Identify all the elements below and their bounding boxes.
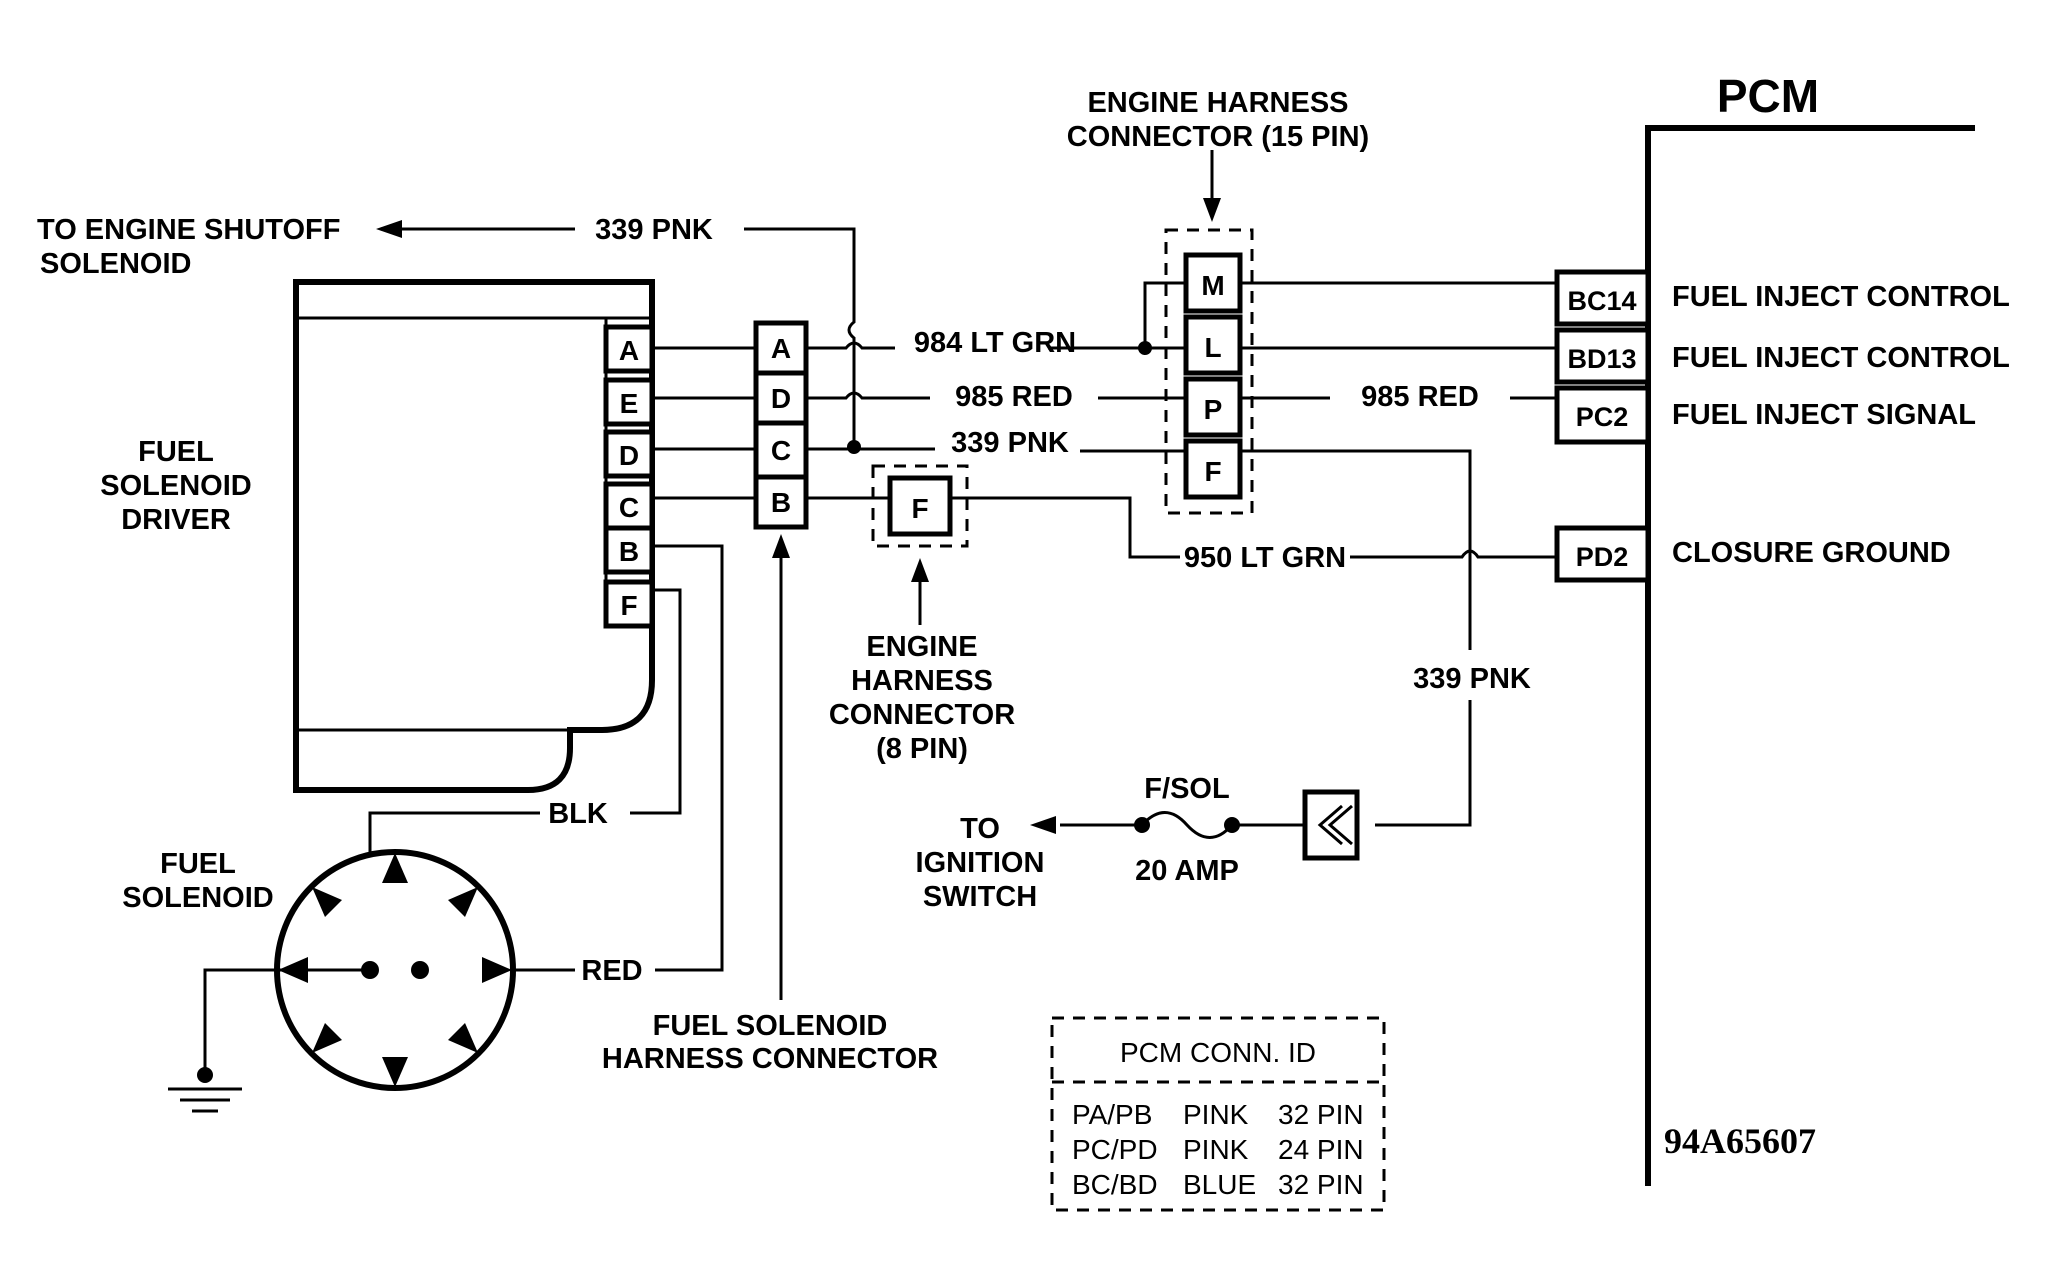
conn-id-row-2-pins: 32 PIN xyxy=(1278,1169,1364,1200)
driver-pin-a: A xyxy=(619,335,639,366)
fuel-solenoid-label-line1: FUEL xyxy=(160,848,236,880)
wire-blk: BLK xyxy=(368,588,682,970)
driver-pins: A E D C B F xyxy=(603,324,655,629)
fuel-solenoid-driver: FUEL SOLENOID DRIVER xyxy=(100,279,655,793)
conn-id-row-0-pins: 32 PIN xyxy=(1278,1099,1364,1130)
pcm-pin-function: FUEL INJECT SIGNAL xyxy=(1672,399,1976,431)
wire-label-950-lt-grn: 950 LT GRN xyxy=(1184,542,1346,574)
conn-id-row-1-color: PINK xyxy=(1183,1134,1249,1165)
wire-pcm-control xyxy=(1240,281,1557,350)
fuse-icon: F/SOL 20 AMP xyxy=(1030,773,1305,887)
pcm-pin-function: FUEL INJECT CONTROL xyxy=(1672,281,2010,313)
wire-339-pnk-top: 339 PNK TO ENGINE SHUTOFF SOLENOID xyxy=(37,214,861,454)
pcm-pin-function: CLOSURE GROUND xyxy=(1672,537,1951,569)
driver-pin-b: B xyxy=(619,536,639,567)
pcm-conn-id-table: PCM CONN. ID PA/PB PINK 32 PIN PC/PD PIN… xyxy=(1050,1016,1386,1212)
fs-harness-label-line1: FUEL SOLENOID xyxy=(653,1010,888,1042)
pcm-title: PCM xyxy=(1717,70,1819,122)
wire-339-pnk-mid: 339 PNK xyxy=(652,427,1186,459)
wire-339-pnk-right: 339 PNK xyxy=(1240,449,1531,827)
conn-id-row-0-conn: PA/PB xyxy=(1072,1099,1152,1130)
wire-label-339-pnk-top: 339 PNK xyxy=(595,214,713,246)
eh15-pin-p: P xyxy=(1204,394,1223,425)
fs-harness-pin-b: B xyxy=(771,487,791,518)
fs-harness-pin-c: C xyxy=(771,435,791,466)
wire-label-red: RED xyxy=(581,955,642,987)
fuel-solenoid-harness-connector: A D C B FUEL SOLENOID HARNESS CONNECTOR xyxy=(602,320,938,1075)
conn-id-row-2-color: BLUE xyxy=(1183,1169,1256,1200)
wire-label-984-lt-grn: 984 LT GRN xyxy=(914,327,1076,359)
wire-label-blk: BLK xyxy=(548,798,608,830)
conn-id-row-2-conn: BC/BD xyxy=(1072,1169,1158,1200)
pcm-pin-label: PD2 xyxy=(1576,542,1629,572)
driver-pin-c: C xyxy=(619,492,639,523)
eh8-label-line3: CONNECTOR xyxy=(829,699,1015,731)
figure-id: 94A65607 xyxy=(1664,1121,1816,1161)
pcm-pin-label: BC14 xyxy=(1567,286,1636,316)
driver-label-line1: FUEL xyxy=(138,436,214,468)
conn-id-row-1-conn: PC/PD xyxy=(1072,1134,1158,1165)
eh8-label-line4: (8 PIN) xyxy=(876,733,968,765)
pcm-pin-label: BD13 xyxy=(1567,344,1636,374)
driver-label-line3: DRIVER xyxy=(121,504,231,536)
to-engine-shutoff-line2: SOLENOID xyxy=(40,248,191,280)
to-engine-shutoff-line1: TO ENGINE SHUTOFF xyxy=(37,214,340,246)
ignition-line2: IGNITION xyxy=(916,847,1045,879)
eh15-label-line1: ENGINE HARNESS xyxy=(1087,87,1348,119)
engine-harness-connector-8-pin: F ENGINE HARNESS CONNECTOR (8 PIN) xyxy=(829,464,1015,765)
pcm-block: PCM xyxy=(1645,70,1975,1186)
wire-985-red: 985 RED 985 RED xyxy=(652,381,1557,413)
ignition-line1: TO xyxy=(960,813,1000,845)
driver-label-line2: SOLENOID xyxy=(100,470,251,502)
pcm-pin-label: PC2 xyxy=(1576,402,1629,432)
pcm-pin-pc2: PC2 FUEL INJECT SIGNAL xyxy=(1554,385,1976,445)
diode-icon xyxy=(1302,789,1360,861)
driver-pin-f: F xyxy=(620,590,637,621)
fuse-rating: 20 AMP xyxy=(1135,855,1239,887)
fuse-name: F/SOL xyxy=(1144,773,1229,805)
wire-label-339-pnk-mid: 339 PNK xyxy=(951,427,1069,459)
fuel-solenoid-icon: FUEL SOLENOID xyxy=(122,848,516,1113)
fs-harness-pin-a: A xyxy=(771,333,791,364)
fuel-solenoid-label-line2: SOLENOID xyxy=(122,882,273,914)
pcm-pin-function: FUEL INJECT CONTROL xyxy=(1672,342,2010,374)
wire-label-985-red-left: 985 RED xyxy=(955,381,1073,413)
ignition-switch-label: TO IGNITION SWITCH xyxy=(916,813,1045,913)
eh8-label-line1: ENGINE xyxy=(866,631,977,663)
eh15-pin-m: M xyxy=(1201,270,1224,301)
ignition-line3: SWITCH xyxy=(923,881,1037,913)
engine-harness-connector-15-pin: M L P F ENGINE HARNESS CONNECTOR (15 PIN… xyxy=(1067,87,1369,515)
eh15-pin-l: L xyxy=(1204,332,1221,363)
fs-harness-pin-d: D xyxy=(771,383,791,414)
conn-id-title: PCM CONN. ID xyxy=(1120,1037,1316,1068)
eh8-pin-f: F xyxy=(911,493,928,524)
pcm-pin-pd2: PD2 CLOSURE GROUND xyxy=(1554,525,1951,583)
fs-harness-label-line2: HARNESS CONNECTOR xyxy=(602,1043,938,1075)
driver-pin-e: E xyxy=(620,388,639,419)
conn-id-row-1-pins: 24 PIN xyxy=(1278,1134,1364,1165)
wire-label-985-red-right: 985 RED xyxy=(1361,381,1479,413)
eh15-label-line2: CONNECTOR (15 PIN) xyxy=(1067,121,1369,153)
wire-label-339-pnk-right: 339 PNK xyxy=(1413,663,1531,695)
driver-pin-d: D xyxy=(619,440,639,471)
wire-984-lt-grn: 984 LT GRN xyxy=(652,281,1186,359)
eh15-pin-f: F xyxy=(1204,456,1221,487)
wire-950-lt-grn: 950 LT GRN xyxy=(652,496,1557,574)
conn-id-row-0-color: PINK xyxy=(1183,1099,1249,1130)
pcm-pin-bd13: BD13 FUEL INJECT CONTROL xyxy=(1554,327,2010,385)
pcm-pin-bc14: BC14 FUEL INJECT CONTROL xyxy=(1554,269,2010,327)
eh8-label-line2: HARNESS xyxy=(851,665,993,697)
